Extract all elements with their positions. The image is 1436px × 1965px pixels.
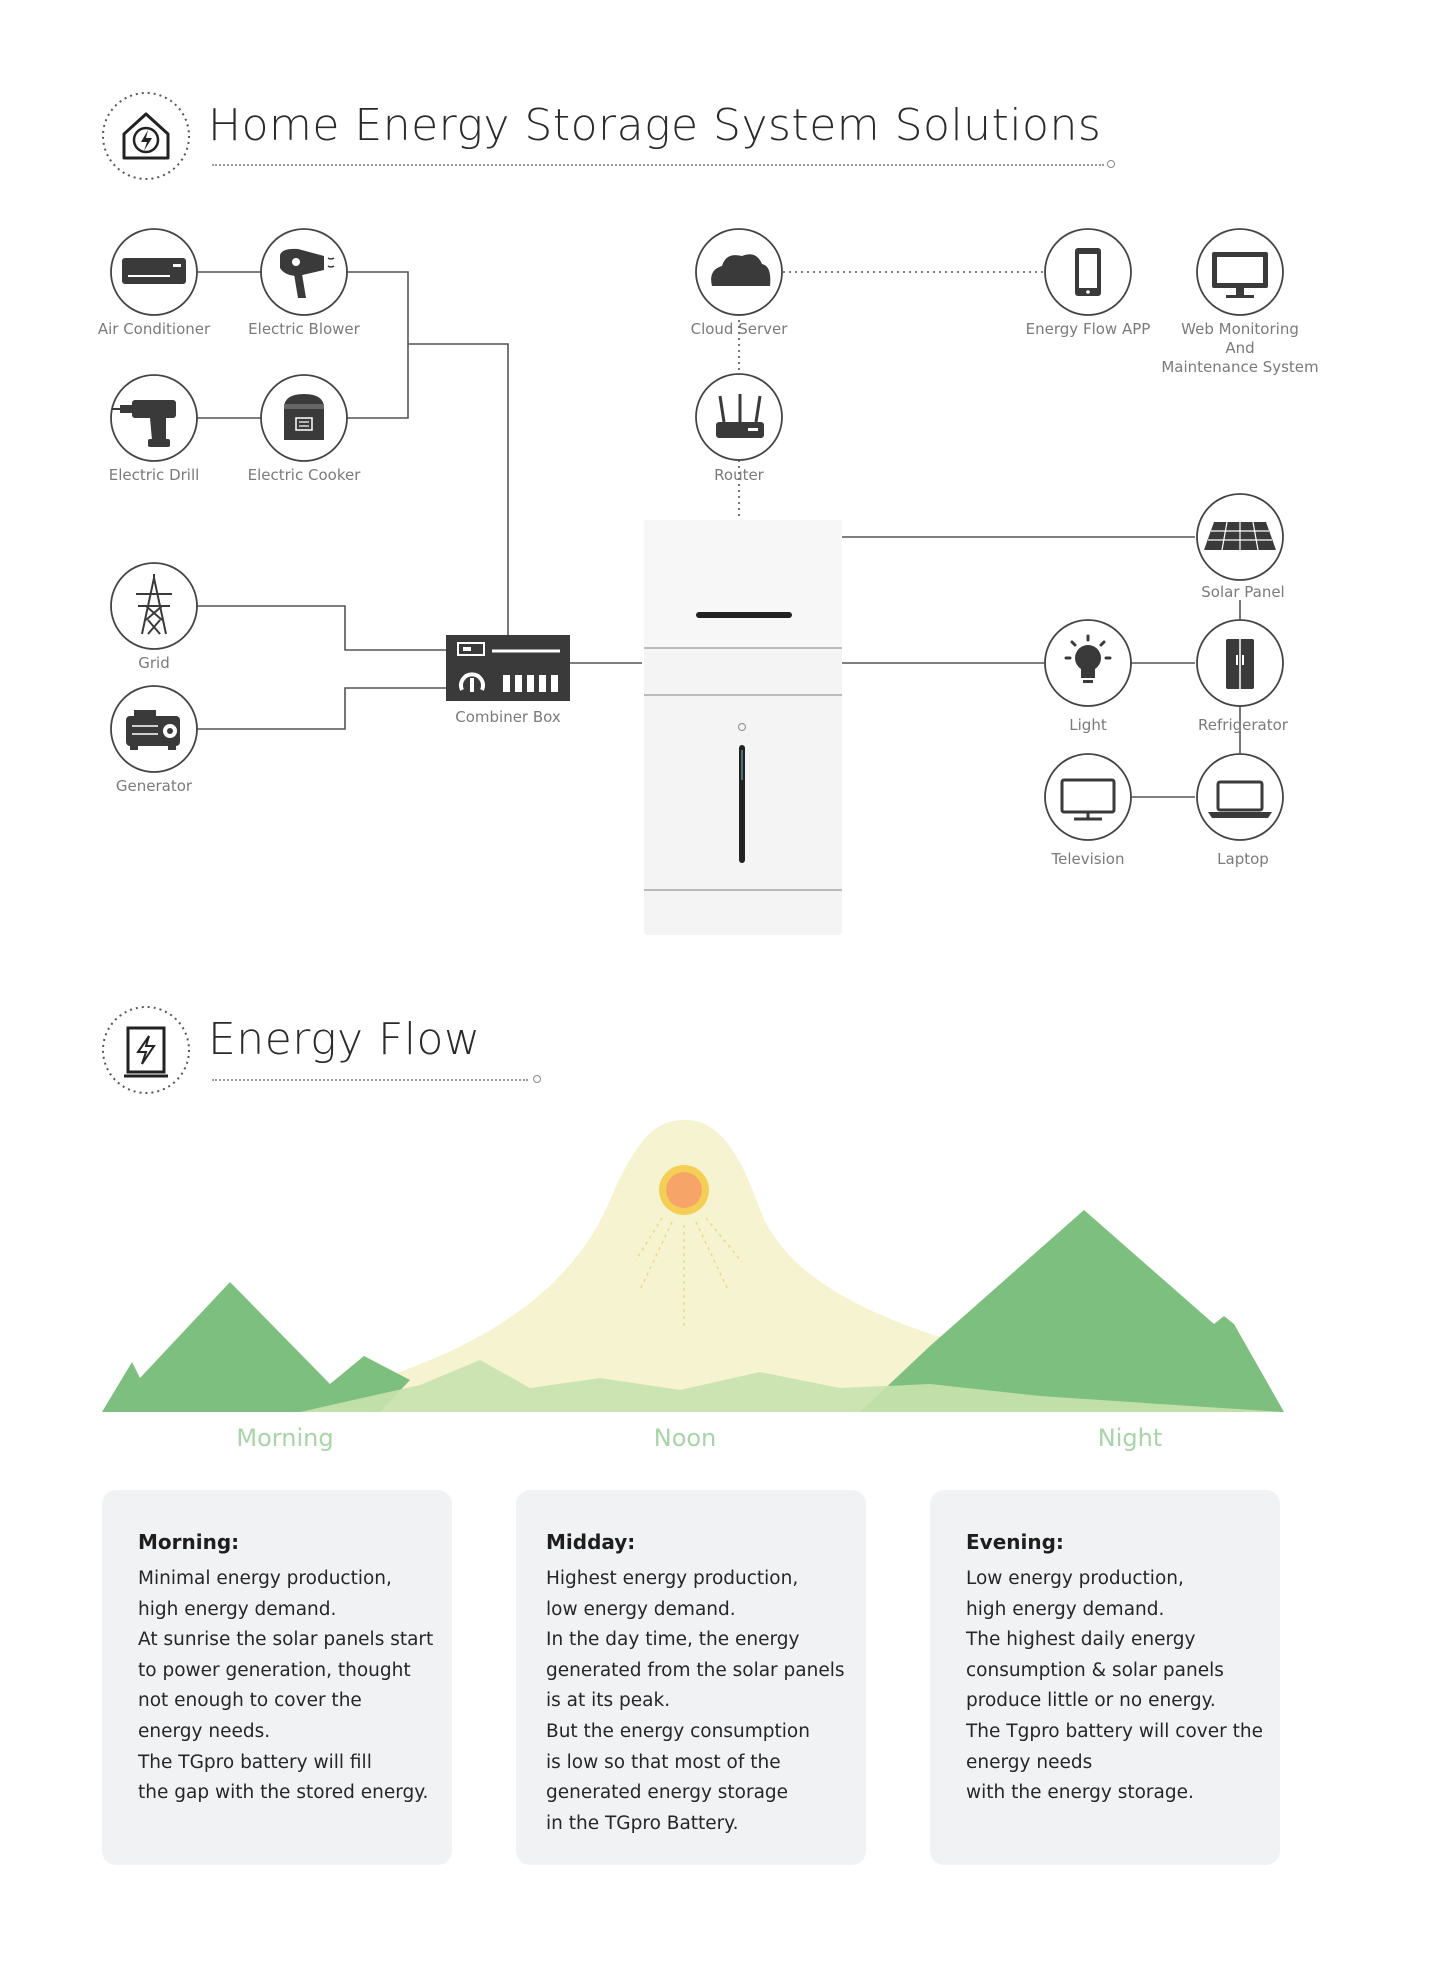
card-line: The highest daily energy: [966, 1629, 1196, 1651]
noon-label: Noon: [653, 1424, 717, 1452]
card-line: in the TGpro Battery.: [546, 1812, 739, 1834]
card-line: not enough to cover the: [138, 1690, 362, 1712]
card-line: consumption & solar panels: [966, 1659, 1224, 1681]
router-icon: [716, 394, 764, 438]
combiner-box-label: Combiner Box: [455, 708, 561, 726]
rice-cooker-icon: [284, 394, 324, 440]
evening-card: Evening: Low energy production, high ene…: [930, 1490, 1280, 1865]
electric-drill-icon: [112, 400, 176, 447]
electric-drill-label: Electric Drill: [108, 466, 200, 484]
card-line: Highest energy production,: [546, 1568, 799, 1589]
foreground-hills: [300, 1360, 1284, 1412]
hair-dryer-icon: [280, 248, 335, 298]
section1-dotted-rule: [212, 164, 1104, 166]
card-line: energy needs: [966, 1751, 1093, 1773]
home-lightning-icon: [102, 92, 190, 180]
morning-label: Morning: [236, 1424, 334, 1452]
connection-lines: [196, 271, 1241, 798]
evening-card-title: Evening:: [966, 1530, 1064, 1554]
refrigerator-label: Refrigerator: [1198, 716, 1288, 734]
section2-title: Energy Flow: [208, 1014, 481, 1065]
solar-panel-label: Solar Panel: [1201, 583, 1285, 601]
web-monitoring-line-2: And: [1225, 339, 1255, 357]
sunlight-curve: [250, 1120, 1280, 1412]
combiner-box-icon: [446, 635, 570, 701]
grid-label: Grid: [138, 654, 170, 672]
morning-card: Morning: Minimal energy production, high…: [102, 1490, 452, 1865]
router-label: Router: [714, 466, 764, 484]
battery-bolt-icon: [102, 1006, 190, 1094]
television-label: Television: [1051, 850, 1125, 868]
night-label: Night: [1097, 1424, 1163, 1452]
solar-panel-icon: [1204, 521, 1276, 551]
generator-label: Generator: [115, 777, 193, 795]
card-line: Low energy production,: [966, 1568, 1184, 1589]
television-icon: [1060, 778, 1116, 821]
card-line: high energy demand.: [138, 1598, 337, 1620]
electric-cooker-label: Electric Cooker: [247, 466, 361, 484]
air-conditioner-label: Air Conditioner: [97, 320, 211, 338]
morning-card-body: Minimal energy production, high energy d…: [138, 1564, 433, 1809]
card-line: is low so that most of the: [546, 1751, 781, 1773]
smartphone-icon: [1075, 248, 1101, 296]
card-line: The Tgpro battery will cover the: [966, 1720, 1263, 1742]
section2-dotted-rule: [212, 1079, 528, 1081]
section2-rule-end: [533, 1075, 541, 1083]
laptop-label: Laptop: [1217, 850, 1269, 868]
midday-card-title: Midday:: [546, 1530, 636, 1554]
web-monitoring-label: Web Monitoring And Maintenance System: [1161, 320, 1318, 377]
web-monitoring-line-1: Web Monitoring: [1181, 320, 1299, 338]
midday-card-body: Highest energy production, low energy de…: [546, 1564, 845, 1839]
cloud-server-label: Cloud Server: [690, 320, 788, 338]
battery-tower: [644, 520, 842, 935]
card-line: generated from the solar panels: [546, 1659, 845, 1681]
web-monitoring-line-3: Maintenance System: [1161, 358, 1319, 376]
electric-blower-label: Electric Blower: [248, 320, 360, 338]
light-bulb-icon: [1064, 634, 1112, 683]
node-circles: [110, 228, 1284, 841]
card-line: low energy demand.: [546, 1598, 736, 1620]
energy-flow-landscape: [102, 1120, 1284, 1412]
card-line: the gap with the stored energy.: [138, 1782, 429, 1804]
card-line: is at its peak.: [546, 1690, 671, 1712]
generator-icon: [126, 710, 180, 750]
mountains: [102, 1210, 1284, 1412]
midday-card: Midday: Highest energy production, low e…: [516, 1490, 866, 1865]
card-line: produce little or no energy.: [966, 1690, 1216, 1712]
light-label: Light: [1069, 716, 1107, 734]
section1-title: Home Energy Storage System Solutions: [208, 100, 1102, 151]
power-tower-icon: [136, 574, 172, 635]
system-diagram: [110, 228, 1284, 935]
sun-icon: [635, 1165, 743, 1330]
network-dotted-lines: [738, 271, 1045, 522]
card-line: But the energy consumption: [546, 1720, 810, 1742]
morning-card-title: Morning:: [138, 1530, 240, 1554]
laptop-icon: [1208, 780, 1272, 818]
card-line: The TGpro battery will fill: [138, 1751, 372, 1773]
card-line: generated energy storage: [546, 1782, 789, 1804]
evening-card-body: Low energy production, high energy deman…: [966, 1564, 1263, 1809]
card-line: In the day time, the energy: [546, 1629, 800, 1651]
card-line: At sunrise the solar panels start: [138, 1629, 434, 1651]
card-line: high energy demand.: [966, 1598, 1165, 1620]
energy-flow-app-label: Energy Flow APP: [1025, 320, 1151, 338]
cloud-icon: [711, 254, 771, 286]
section1-rule-end: [1107, 160, 1115, 168]
card-line: with the energy storage.: [966, 1782, 1194, 1804]
refrigerator-icon: [1226, 639, 1254, 689]
monitor-icon: [1212, 252, 1268, 298]
air-conditioner-icon: [122, 258, 186, 284]
card-line: Minimal energy production,: [138, 1568, 392, 1589]
card-line: energy needs.: [138, 1720, 271, 1742]
card-line: to power generation, thought: [138, 1659, 411, 1681]
